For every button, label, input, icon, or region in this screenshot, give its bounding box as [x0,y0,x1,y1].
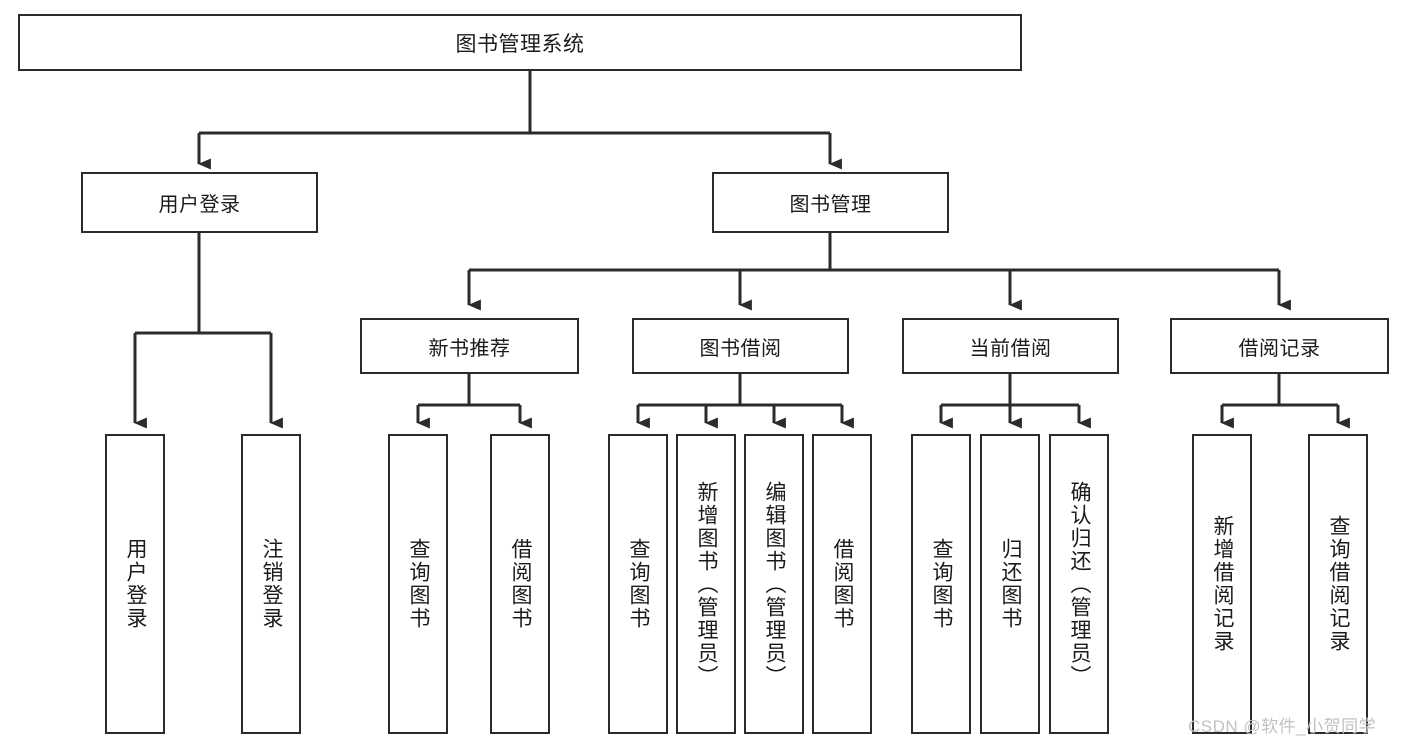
leaf-user-login-login-label: 用户登录 [124,538,148,630]
leaf-current-borrow-query-label: 查询图书 [930,538,954,630]
node-book-borrow[interactable]: 图书借阅 [632,318,849,374]
node-current-borrow[interactable]: 当前借阅 [902,318,1119,374]
leaf-borrow-record-query[interactable]: 查询借阅记录 [1308,434,1368,734]
node-user-login-label: 用户登录 [158,194,241,216]
leaf-user-login-logout-label: 注销登录 [260,538,284,630]
node-book-borrow-label: 图书借阅 [699,337,782,360]
node-borrow-record[interactable]: 借阅记录 [1170,318,1389,374]
leaf-current-borrow-return[interactable]: 归还图书 [980,434,1040,734]
leaf-book-borrow-add-label: 新增图书（管理员） [695,480,719,688]
leaf-new-book-query-label: 查询图书 [407,538,431,630]
node-user-login[interactable]: 用户登录 [81,172,318,233]
node-book-management-label: 图书管理 [789,194,872,216]
node-borrow-record-label: 借阅记录 [1238,337,1321,360]
leaf-book-borrow-borrow[interactable]: 借阅图书 [812,434,872,734]
leaf-book-borrow-query-label: 查询图书 [627,538,651,630]
leaf-new-book-borrow[interactable]: 借阅图书 [490,434,550,734]
leaf-borrow-record-query-label: 查询借阅记录 [1327,515,1351,653]
leaf-book-borrow-query[interactable]: 查询图书 [608,434,668,734]
csdn-watermark: CSDN @软件_小贺同学 [1188,717,1377,736]
leaf-book-borrow-edit[interactable]: 编辑图书（管理员） [744,434,804,734]
leaf-borrow-record-add[interactable]: 新增借阅记录 [1192,434,1252,734]
leaf-current-borrow-query[interactable]: 查询图书 [911,434,971,734]
leaf-book-borrow-add[interactable]: 新增图书（管理员） [676,434,736,734]
leaf-book-borrow-edit-label: 编辑图书（管理员） [763,480,787,688]
leaf-new-book-borrow-label: 借阅图书 [509,538,533,630]
leaf-current-borrow-return-label: 归还图书 [999,538,1023,630]
node-new-book-recommend[interactable]: 新书推荐 [360,318,579,374]
leaf-book-borrow-borrow-label: 借阅图书 [831,538,855,630]
node-root-label: 图书管理系统 [455,32,585,56]
leaf-user-login-login[interactable]: 用户登录 [105,434,165,734]
node-root[interactable]: 图书管理系统 [18,14,1022,71]
leaf-borrow-record-add-label: 新增借阅记录 [1211,515,1235,653]
leaf-user-login-logout[interactable]: 注销登录 [241,434,301,734]
leaf-current-borrow-confirm-return[interactable]: 确认归还（管理员） [1049,434,1109,734]
node-new-book-recommend-label: 新书推荐 [428,337,511,360]
leaf-current-borrow-confirm-return-label: 确认归还（管理员） [1068,480,1092,688]
node-current-borrow-label: 当前借阅 [969,337,1052,360]
node-book-management[interactable]: 图书管理 [712,172,949,233]
leaf-new-book-query[interactable]: 查询图书 [388,434,448,734]
